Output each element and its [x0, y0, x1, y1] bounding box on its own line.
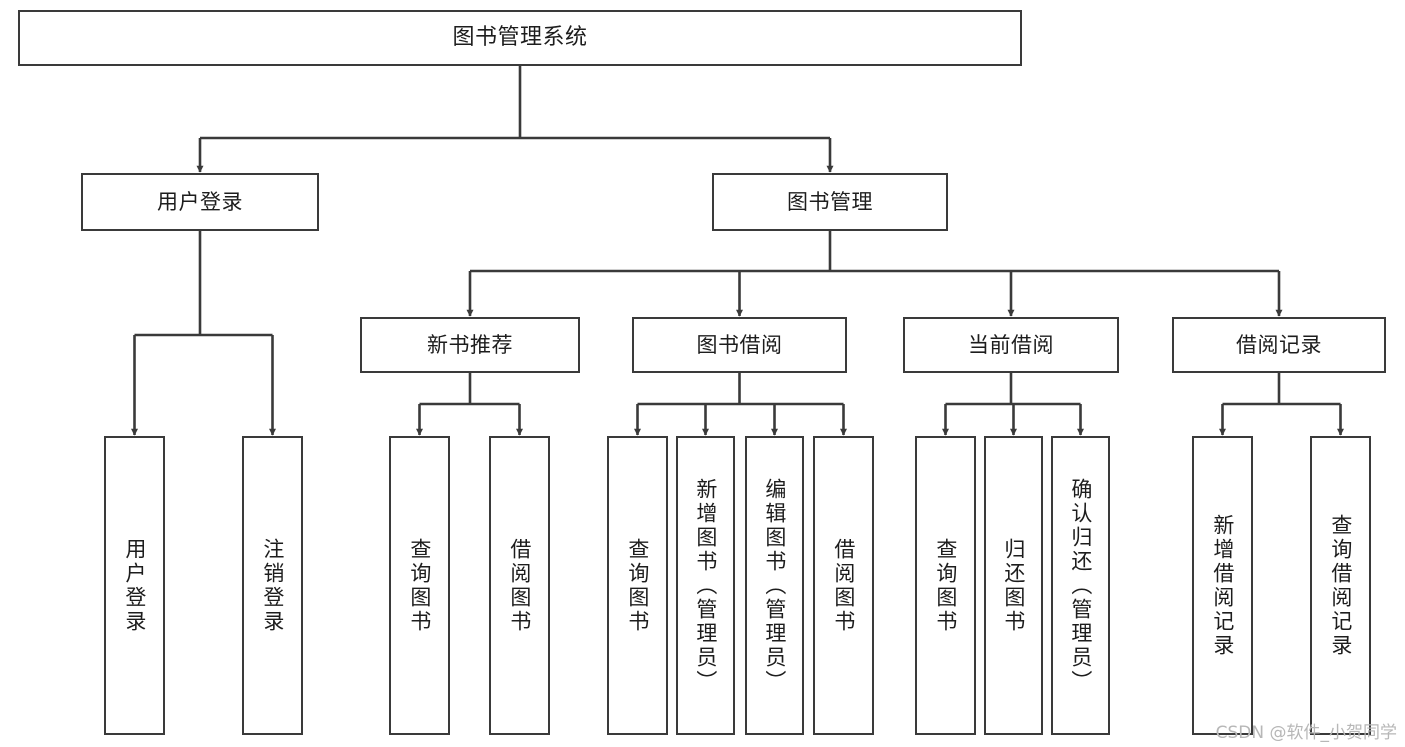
- node-borrow-record[interactable]: 借阅记录: [1172, 317, 1386, 373]
- node-label: 归还图书: [1001, 537, 1026, 634]
- node-book-borrow[interactable]: 图书借阅: [632, 317, 847, 373]
- node-leaf-return-book[interactable]: 归还图书: [984, 436, 1043, 735]
- node-user-login[interactable]: 用户登录: [81, 173, 319, 231]
- node-label: 编辑图书（管理员）: [762, 477, 787, 694]
- node-leaf-add-book[interactable]: 新增图书（管理员）: [676, 436, 735, 735]
- node-label: 图书管理系统: [452, 25, 588, 51]
- node-label: 借阅记录: [1236, 332, 1322, 357]
- node-leaf-query-book-a[interactable]: 查询图书: [389, 436, 450, 735]
- node-label: 确认归还（管理员）: [1068, 477, 1093, 694]
- node-label: 新增图书（管理员）: [693, 477, 718, 694]
- node-leaf-confirm-return[interactable]: 确认归还（管理员）: [1051, 436, 1110, 735]
- node-label: 用户登录: [157, 189, 243, 214]
- node-label: 图书管理: [787, 189, 873, 214]
- node-root[interactable]: 图书管理系统: [18, 10, 1022, 66]
- node-leaf-user-logout[interactable]: 注销登录: [242, 436, 303, 735]
- node-label: 查询图书: [933, 537, 958, 634]
- node-label: 新增借阅记录: [1210, 513, 1235, 658]
- node-label: 查询借阅记录: [1328, 513, 1353, 658]
- node-leaf-query-record[interactable]: 查询借阅记录: [1310, 436, 1371, 735]
- node-label: 借阅图书: [831, 537, 856, 634]
- node-label: 借阅图书: [507, 537, 532, 634]
- node-leaf-borrow-book-b[interactable]: 借阅图书: [813, 436, 874, 735]
- node-label: 查询图书: [407, 537, 432, 634]
- node-leaf-user-login[interactable]: 用户登录: [104, 436, 165, 735]
- node-leaf-borrow-book-a[interactable]: 借阅图书: [489, 436, 550, 735]
- node-leaf-query-book-c[interactable]: 查询图书: [915, 436, 976, 735]
- node-label: 新书推荐: [427, 332, 513, 357]
- node-leaf-edit-book[interactable]: 编辑图书（管理员）: [745, 436, 804, 735]
- node-book-manage[interactable]: 图书管理: [712, 173, 948, 231]
- node-leaf-query-book-b[interactable]: 查询图书: [607, 436, 668, 735]
- node-leaf-add-record[interactable]: 新增借阅记录: [1192, 436, 1253, 735]
- node-label: 当前借阅: [968, 332, 1054, 357]
- node-label: 注销登录: [260, 537, 285, 634]
- node-current-borrow[interactable]: 当前借阅: [903, 317, 1119, 373]
- node-label: 图书借阅: [696, 332, 783, 357]
- node-label: 查询图书: [625, 537, 650, 634]
- node-new-book-rec[interactable]: 新书推荐: [360, 317, 580, 373]
- node-label: 用户登录: [122, 537, 147, 634]
